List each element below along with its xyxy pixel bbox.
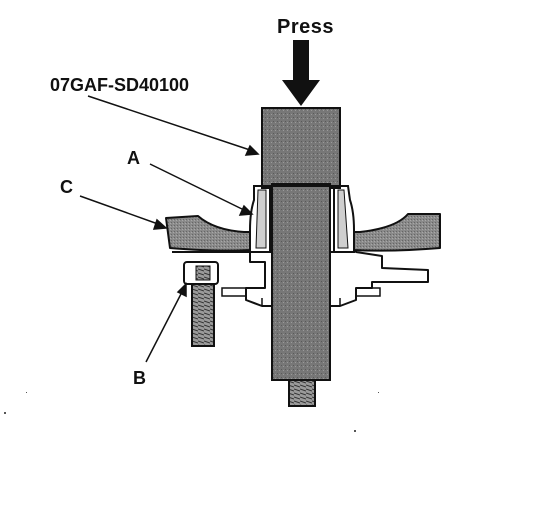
bearing-a (249, 185, 355, 253)
tool-thread (288, 379, 316, 407)
press-tool (261, 107, 341, 381)
down-arrow-icon (282, 40, 320, 106)
tool-part-number-label: 07GAF-SD40100 (50, 75, 190, 95)
callout-a-label: A (127, 148, 140, 168)
callout-b-label: B (133, 368, 146, 388)
scan-specks (4, 392, 379, 432)
wheel-stud-b (183, 261, 219, 347)
press-label: Press (277, 16, 334, 38)
leader-lines (79, 95, 260, 363)
callout-c-label: C (60, 177, 73, 197)
hub-ring-c (165, 213, 441, 252)
